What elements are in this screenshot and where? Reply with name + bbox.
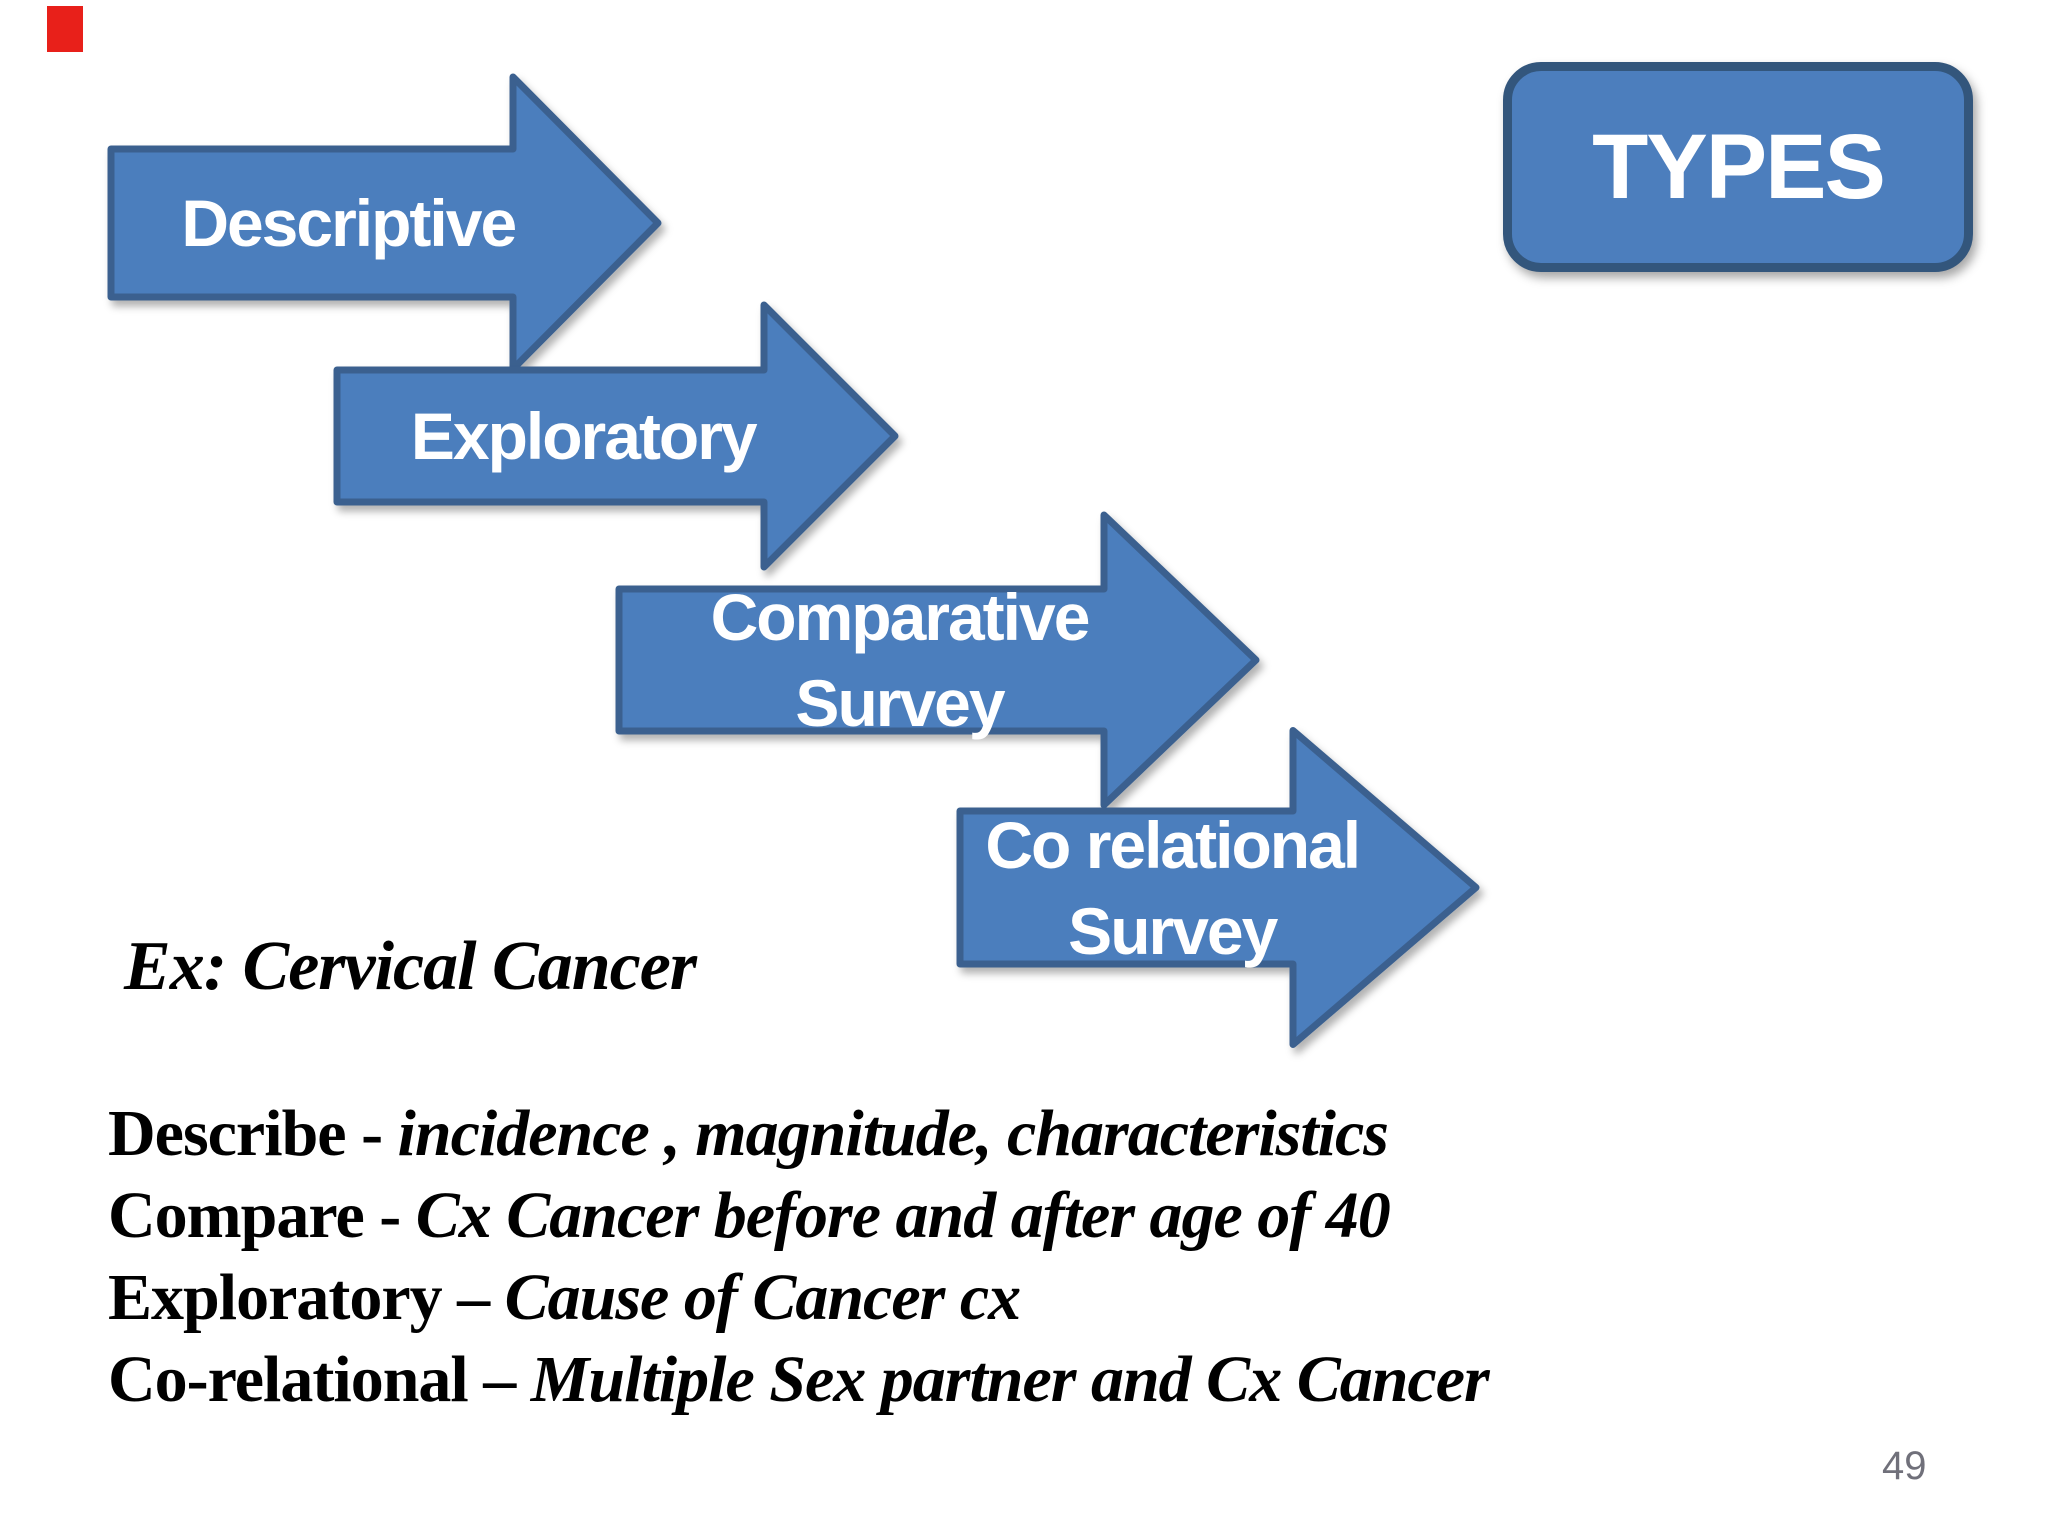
page-number: 49 bbox=[1882, 1444, 1927, 1488]
note-line-describe: Describe - incidence , magnitude, charac… bbox=[108, 1093, 1489, 1175]
arrow-shape-exploratory bbox=[333, 301, 899, 571]
note-term: Co-relational – bbox=[108, 1343, 531, 1416]
note-term: Describe - bbox=[108, 1097, 398, 1170]
note-line-compare: Compare - Cx Cancer before and after age… bbox=[108, 1175, 1489, 1257]
notes-block: Describe - incidence , magnitude, charac… bbox=[108, 1093, 1490, 1421]
arrow-shape-comparative-survey bbox=[615, 511, 1260, 809]
note-definition: Multiple Sex partner and Cx Cancer bbox=[530, 1343, 1490, 1416]
types-badge: TYPES bbox=[1503, 62, 1973, 272]
example-heading: Ex: Cervical Cancer bbox=[124, 928, 697, 1005]
red-marker bbox=[47, 6, 83, 52]
note-term: Compare - bbox=[108, 1179, 416, 1252]
note-line-co-relational: Co-relational – Multiple Sex partner and… bbox=[108, 1339, 1490, 1421]
types-badge-label: TYPES bbox=[1592, 115, 1886, 218]
note-term: Exploratory – bbox=[108, 1261, 505, 1334]
arrow-shape-descriptive bbox=[107, 73, 662, 373]
arrow-shape-co-relational-survey bbox=[956, 727, 1480, 1048]
note-definition: Cause of Cancer cx bbox=[504, 1261, 1021, 1334]
note-definition: Cx Cancer before and after age of 40 bbox=[415, 1179, 1391, 1252]
note-line-exploratory: Exploratory – Cause of Cancer cx bbox=[108, 1257, 1489, 1339]
note-definition: incidence , magnitude, characteristics bbox=[397, 1097, 1389, 1170]
